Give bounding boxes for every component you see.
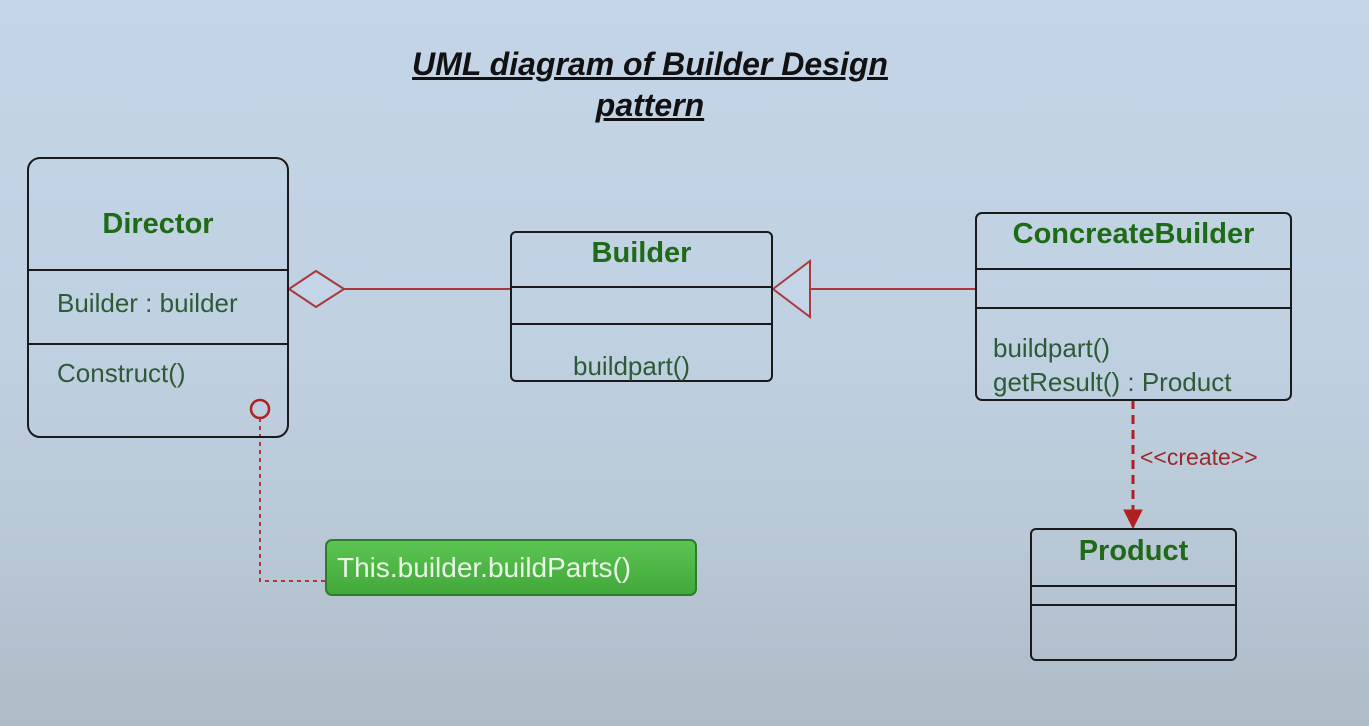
product-divider-1: [1032, 585, 1235, 587]
concrete-builder-class[interactable]: ConcreateBuilder buildpart() getResult()…: [975, 212, 1292, 401]
note-link-line: [259, 418, 326, 582]
director-divider-2: [29, 343, 287, 345]
product-class-name: Product: [1078, 535, 1189, 567]
builder-class-name: Builder: [591, 237, 692, 269]
director-attribute: Builder : builder: [57, 288, 238, 318]
product-divider-2: [1032, 604, 1235, 606]
concrete-builder-divider-1: [977, 268, 1290, 270]
director-class-name: Director: [102, 208, 214, 240]
director-divider-1: [29, 269, 287, 271]
builder-class[interactable]: Builder buildpart(): [510, 231, 773, 382]
concrete-builder-operation-1: buildpart(): [993, 333, 1111, 363]
builder-divider-1: [512, 286, 771, 288]
director-operation: Construct(): [57, 358, 186, 388]
dependency-arrowhead: [1123, 509, 1143, 530]
concrete-builder-class-name: ConcreateBuilder: [1012, 218, 1255, 250]
diagram-title: UML diagram of Builder Design pattern: [412, 46, 888, 123]
create-stereotype-label: <<create>>: [1140, 444, 1258, 470]
concrete-builder-divider-2: [977, 307, 1290, 309]
product-class[interactable]: Product: [1030, 528, 1237, 661]
concrete-builder-operation-2: getResult() : Product: [993, 367, 1232, 397]
builder-operation: buildpart(): [573, 351, 691, 381]
aggregation-diamond: [287, 269, 346, 309]
note-box[interactable]: This.builder.buildParts(): [325, 539, 697, 596]
director-class[interactable]: Director Builder : builder Construct(): [27, 157, 289, 438]
generalization-arrowhead: [771, 258, 811, 320]
builder-divider-2: [512, 323, 771, 325]
